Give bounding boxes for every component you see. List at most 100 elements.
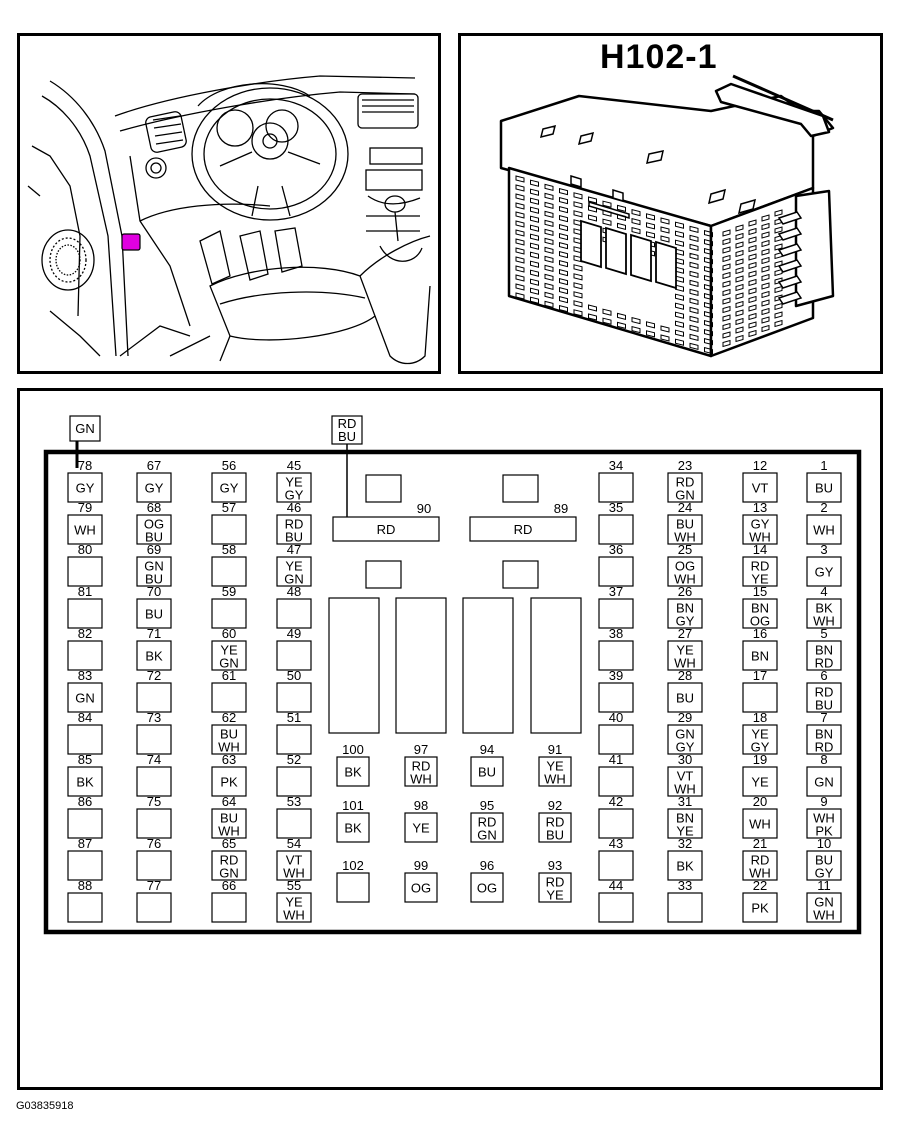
connector-cavity xyxy=(748,312,757,321)
pin-cavity xyxy=(470,756,504,787)
pin-74: 74 xyxy=(136,752,172,797)
wire-color-stripe: WH xyxy=(749,866,771,881)
pin-number: 100 xyxy=(342,742,364,757)
connector-cavity xyxy=(761,316,770,324)
wire-color: RD xyxy=(412,759,431,774)
connector-cavity xyxy=(735,232,744,241)
connector-cavity xyxy=(761,256,770,265)
pin-cavity xyxy=(598,514,634,545)
pin-58: 58 xyxy=(211,542,247,587)
connector-cavity xyxy=(735,241,744,249)
connector-cavity xyxy=(761,214,770,222)
pin-cavity xyxy=(806,640,842,671)
pin-cavity xyxy=(276,556,312,587)
pin-cavity xyxy=(667,766,703,797)
connector-cavity xyxy=(530,179,539,187)
pin-number: 51 xyxy=(287,710,301,725)
connector-cavity xyxy=(735,258,744,266)
pin-43: 43 xyxy=(598,836,634,881)
pin-cavity xyxy=(598,766,634,797)
connector-cavity xyxy=(646,231,655,239)
connector-cavity xyxy=(559,304,568,313)
wire-color: YE xyxy=(285,895,303,910)
wire-color: BN xyxy=(751,601,769,616)
connector-cavity xyxy=(735,249,744,258)
connector-cavity xyxy=(774,209,783,217)
connector-cavity xyxy=(689,279,699,288)
connector-cavity xyxy=(515,274,525,282)
connector-cavity xyxy=(722,288,731,297)
connector-cavity xyxy=(748,236,757,244)
connector-cavity xyxy=(602,317,612,325)
pin-number: 73 xyxy=(147,710,161,725)
connector-cavity xyxy=(748,253,757,261)
pin-cavity xyxy=(598,682,634,713)
pin-number: 52 xyxy=(287,752,301,767)
key-cavity xyxy=(502,560,539,589)
connector-cavity xyxy=(544,183,554,192)
pin-cavity xyxy=(538,872,572,903)
pin-59: 59 xyxy=(211,584,247,629)
pin-number: 48 xyxy=(287,584,301,599)
pin-cavity xyxy=(742,682,778,713)
wire-color: BU xyxy=(676,517,694,532)
connector-cavity xyxy=(544,201,554,210)
connector-cavity xyxy=(735,317,744,326)
pin-cavity xyxy=(67,472,103,503)
connector-cavity xyxy=(774,311,783,319)
connector-cavity xyxy=(689,333,699,342)
connector-cavity xyxy=(573,291,583,299)
pin-84: 84 xyxy=(67,710,103,755)
pin-cavity xyxy=(211,892,247,923)
pin-81: 81 xyxy=(67,584,103,629)
pin-cavity xyxy=(276,682,312,713)
connector-cavity xyxy=(761,222,770,231)
connector-cavity xyxy=(544,192,554,201)
connector-cavity xyxy=(748,219,757,227)
connector-cavity xyxy=(544,300,554,309)
wire-color-stripe: GN xyxy=(219,866,239,881)
pin-number: 49 xyxy=(287,626,301,641)
connector-cavity xyxy=(631,325,641,334)
pin-cavity xyxy=(211,850,247,881)
pin-39: 39 xyxy=(598,668,634,713)
connector-cavity xyxy=(530,278,539,286)
connector-location-panel xyxy=(17,33,441,374)
connector-cavity xyxy=(573,273,583,281)
connector-cavity xyxy=(704,319,713,328)
pin-number: 66 xyxy=(222,878,236,893)
pin-88: 88 xyxy=(67,878,103,923)
pin-cavity xyxy=(136,598,172,629)
wire-color: BU xyxy=(478,765,496,780)
wire-color: PK xyxy=(751,901,769,916)
pin-34: 34 xyxy=(598,458,634,503)
connector-cavity xyxy=(748,329,757,338)
figure-code: G03835918 xyxy=(16,1100,74,1112)
pin-cavity xyxy=(211,514,247,545)
wire-color-stripe: PK xyxy=(815,824,833,839)
pin-number: 42 xyxy=(609,794,623,809)
pin-cavity xyxy=(211,640,247,671)
connector-cavity xyxy=(722,322,731,331)
pin-cavity xyxy=(67,766,103,797)
connector-cavity xyxy=(544,282,554,291)
pin-number: 14 xyxy=(753,542,767,557)
wire-color: BN xyxy=(676,811,694,826)
connector-cavity xyxy=(530,215,539,223)
extra-tag-left xyxy=(69,415,101,442)
connector-cavity xyxy=(704,292,713,301)
connector-cavity xyxy=(735,292,744,300)
pin-cavity xyxy=(211,556,247,587)
wire-color-stripe: WH xyxy=(410,772,432,787)
connector-cavity xyxy=(675,329,684,337)
